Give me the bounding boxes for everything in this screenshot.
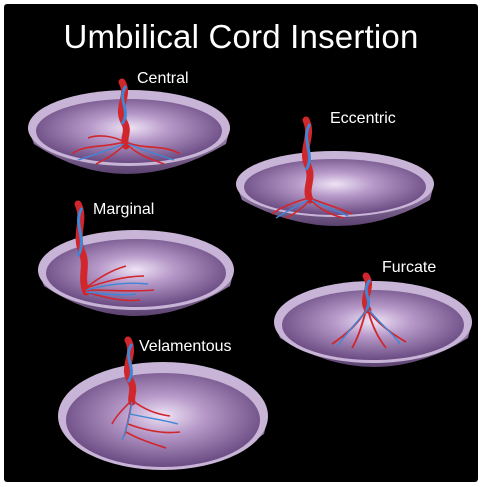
placenta-illustration <box>4 4 478 482</box>
placenta-velamentous <box>58 340 268 470</box>
label-furcate: Furcate <box>382 259 436 277</box>
illustration-frame: Umbilical Cord Insertion Central Eccentr… <box>4 4 478 482</box>
placenta-central <box>28 82 230 174</box>
label-marginal: Marginal <box>93 201 154 219</box>
label-velamentous: Velamentous <box>139 338 232 356</box>
label-eccentric: Eccentric <box>330 110 396 128</box>
label-central: Central <box>137 70 189 88</box>
placenta-eccentric <box>236 120 434 226</box>
placenta-marginal <box>38 204 234 316</box>
diagram-title: Umbilical Cord Insertion <box>4 18 478 56</box>
placenta-furcate <box>274 276 472 367</box>
